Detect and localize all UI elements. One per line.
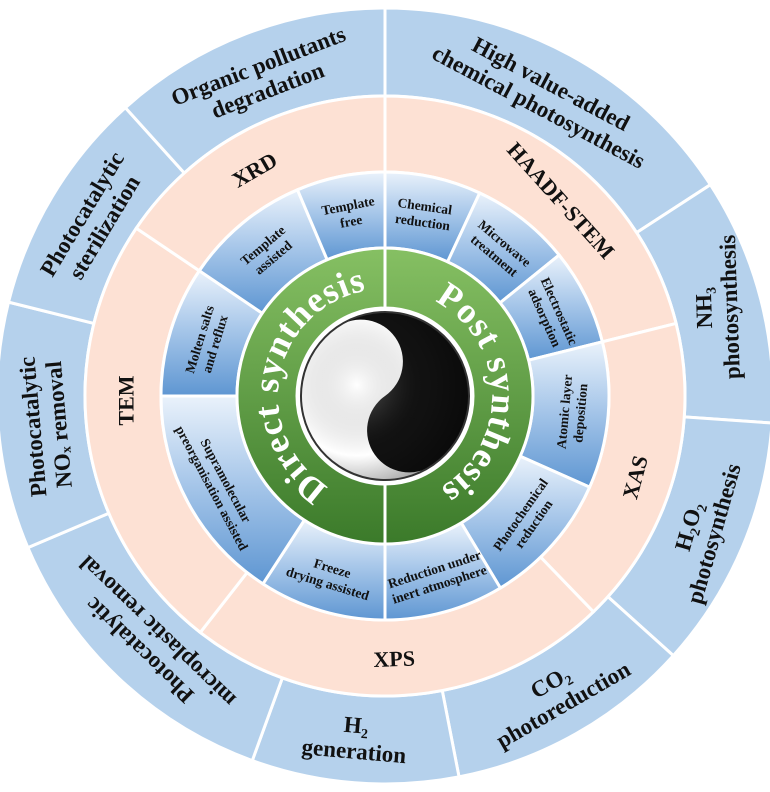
post-method-label-line: Atomic layer <box>554 374 575 450</box>
application-label-line: photosynthesis <box>715 234 745 379</box>
post-method-label: Atomic layerdeposition <box>554 374 591 451</box>
characterization-label: XPS <box>373 646 415 672</box>
yin-yang-shade <box>300 311 470 481</box>
direct-method-label-line: free <box>339 212 364 231</box>
characterization-label-line: XPS <box>373 646 415 672</box>
application-label: NH₃photosynthesis <box>689 234 745 380</box>
rings <box>0 6 770 786</box>
application-label-line: NH₃ <box>691 287 717 329</box>
synthesis-segment <box>383 246 535 546</box>
synthesis-segment <box>235 246 387 546</box>
application-label: PhotocatalyticNOₓ removal <box>14 353 77 497</box>
post-method-label-line: deposition <box>570 382 590 443</box>
characterization-label: TEM <box>113 375 138 425</box>
yin-yang-icon <box>300 311 470 481</box>
application-label-line: H₂ <box>343 712 370 739</box>
characterization-label-line: TEM <box>113 375 138 425</box>
